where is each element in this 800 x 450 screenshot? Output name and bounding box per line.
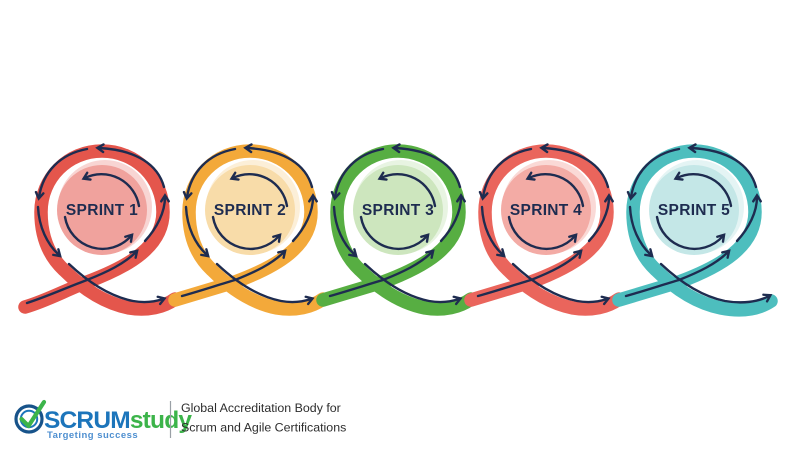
brand-tagline: Targeting success bbox=[47, 430, 138, 441]
brand-study: study bbox=[130, 407, 193, 434]
brand-name: SCRUMstudy bbox=[44, 407, 192, 434]
accreditation-line1: Global Accreditation Body for bbox=[181, 401, 341, 415]
flow-arrow-end bbox=[659, 262, 773, 304]
sprint-circle bbox=[353, 165, 443, 255]
sprint-loop-5: SPRINT 5 bbox=[612, 144, 778, 317]
sprint-label: SPRINT 5 bbox=[658, 202, 730, 219]
checkmark-icon bbox=[19, 399, 47, 429]
sprint-label: SPRINT 2 bbox=[214, 202, 286, 219]
flow-arrow-entry bbox=[25, 249, 139, 305]
sprint-label: SPRINT 3 bbox=[362, 202, 434, 219]
sprint-loop-4: SPRINT 4 bbox=[471, 148, 619, 309]
scrumstudy-logo-icon bbox=[14, 399, 47, 434]
sprint-loop-2: SPRINT 2 bbox=[175, 148, 323, 309]
footer: SCRUMstudy Targeting success Global Accr… bbox=[14, 399, 346, 441]
loop-path bbox=[612, 144, 778, 317]
sprint-circle bbox=[649, 165, 739, 255]
accreditation-line2: Scrum and Agile Certifications bbox=[181, 421, 346, 435]
sprint-circle bbox=[57, 165, 147, 255]
brand-scrum: SCRUM bbox=[44, 407, 130, 434]
loop-path bbox=[18, 144, 182, 316]
sprint-label: SPRINT 4 bbox=[510, 202, 582, 219]
sprint-circle bbox=[501, 165, 591, 255]
sprint-loop-1: SPRINT 1 bbox=[18, 144, 182, 316]
logo-outer-ring bbox=[14, 404, 44, 434]
sprint-label: SPRINT 1 bbox=[66, 202, 138, 219]
sprint-loop-3: SPRINT 3 bbox=[323, 148, 471, 309]
sprint-circle bbox=[205, 165, 295, 255]
